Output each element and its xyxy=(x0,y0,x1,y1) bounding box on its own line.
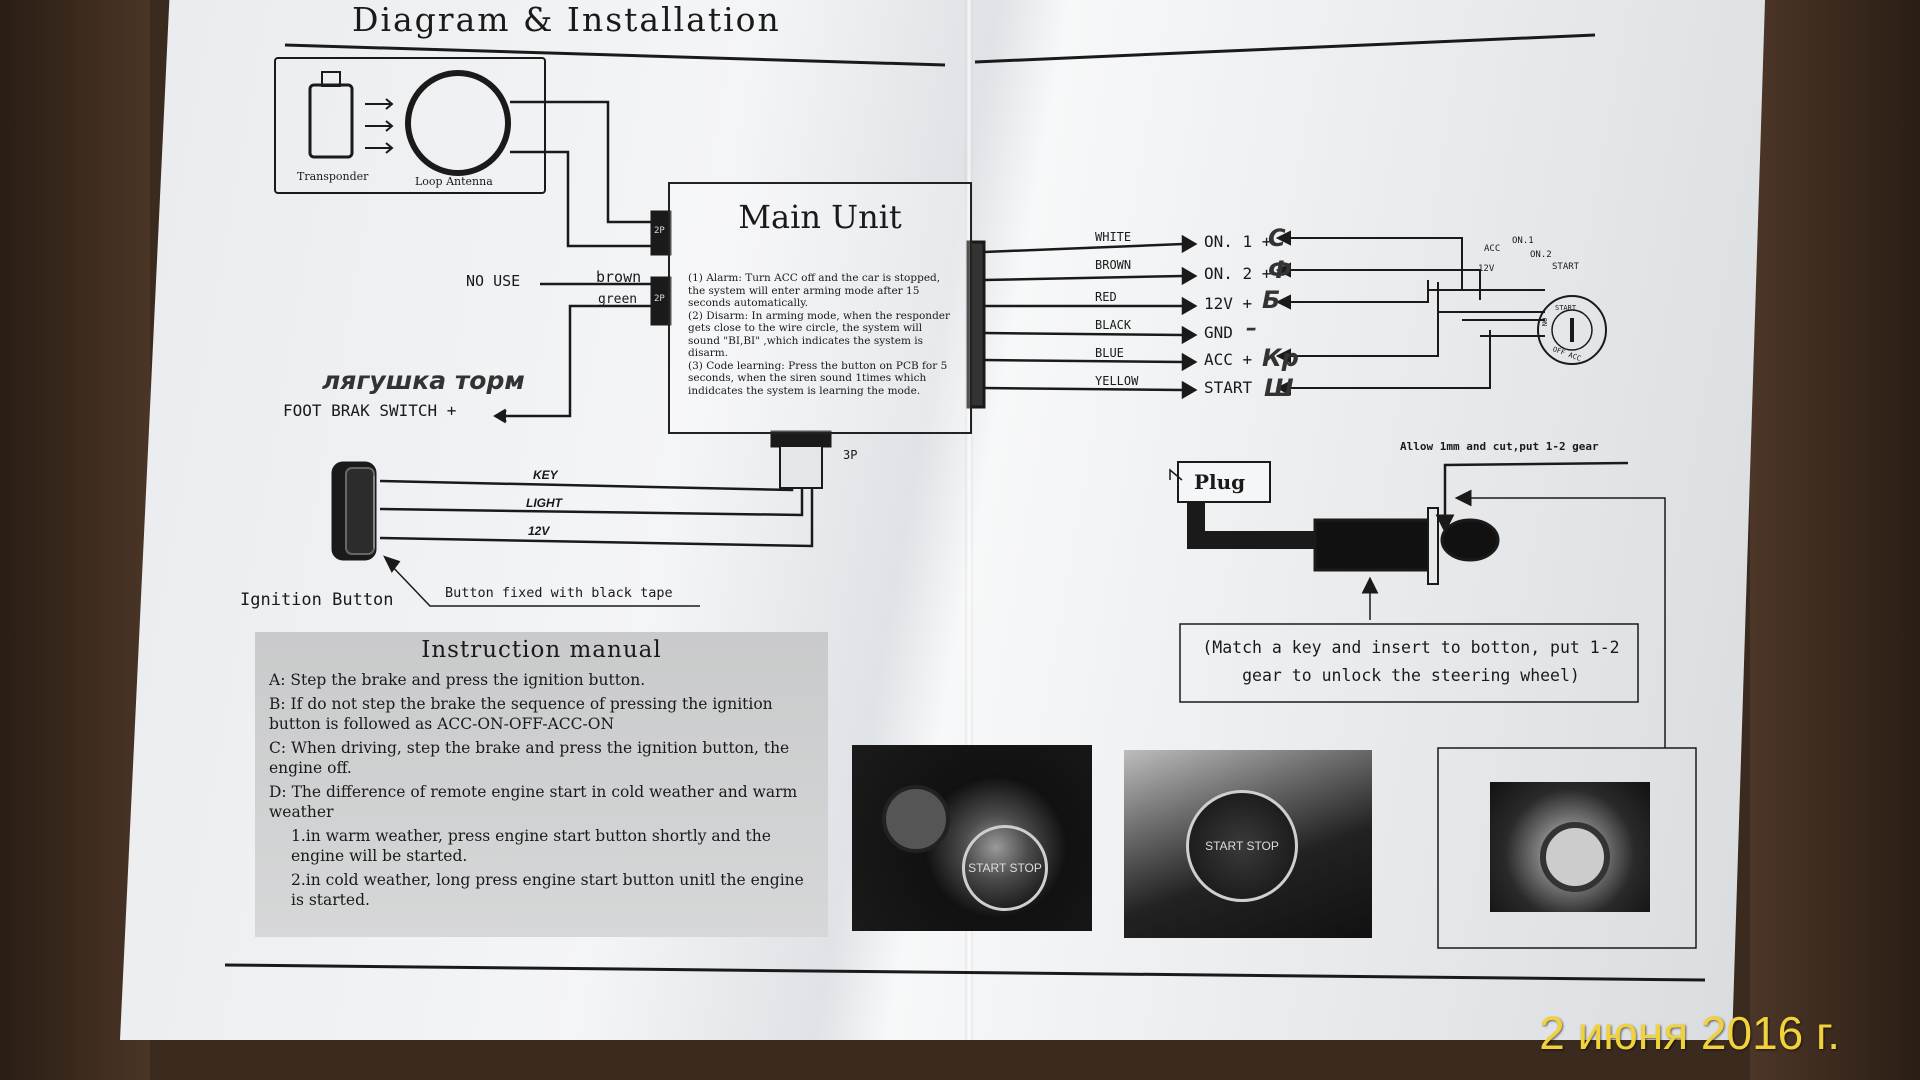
no-use-label: NO USE xyxy=(466,272,521,290)
header-rule-right xyxy=(974,33,1596,64)
main-unit-learning-text: (3) Code learning: Press the button on P… xyxy=(688,359,948,397)
footer-rule xyxy=(224,963,1706,982)
plug-allow-note: Allow 1mm and cut,put 1-2 gear xyxy=(1400,440,1599,453)
manual-line-a: A: Step the brake and press the ignition… xyxy=(269,671,646,689)
plug-note-frame xyxy=(1179,623,1639,703)
ignition-switch-dial xyxy=(1537,295,1607,365)
note-acc: Кр xyxy=(1262,344,1299,372)
target-on2: ON. 2 + xyxy=(1204,264,1272,283)
target-gnd: GND xyxy=(1204,323,1233,342)
manual-line-c: C: When driving, step the brake and pres… xyxy=(269,739,790,777)
transponder-fob xyxy=(308,83,354,159)
keyhole-photo-1 xyxy=(882,785,950,853)
manual-subline-1: 1.in warm weather, press engine start bu… xyxy=(291,827,771,865)
main-unit-alarm-text: (1) Alarm: Turn ACC off and the car is s… xyxy=(688,272,941,309)
switch-label-start: START xyxy=(1552,262,1580,272)
connector-3p-label: 3P xyxy=(843,448,858,462)
loop-antenna-label: Loop Antenna xyxy=(415,175,493,188)
manual-line-d: D: The difference of remote engine start… xyxy=(269,783,798,821)
loop-antenna-ring xyxy=(405,70,511,176)
target-acc: ACC + xyxy=(1204,350,1253,369)
main-unit-disarm-text: (2) Disarm: In arming mode, when the res… xyxy=(688,309,951,360)
photo2-start-stop-text: START STOP xyxy=(1205,839,1279,853)
note-12v: Б xyxy=(1262,286,1281,314)
wire-blue-label: BLUE xyxy=(1095,346,1124,360)
green-wire-label: green xyxy=(598,292,638,307)
wire-red-label: RED xyxy=(1095,290,1117,304)
main-unit-description: (1) Alarm: Turn ACC off and the car is s… xyxy=(688,272,956,397)
main-unit-title: Main Unit xyxy=(738,198,902,236)
transponder-frame xyxy=(274,57,546,194)
dial-label-start: START xyxy=(1555,304,1577,312)
manual-line-b: B: If do not step the brake the sequence… xyxy=(269,695,773,733)
photo-button-install: START STOP xyxy=(852,745,1092,931)
target-on1: ON. 1 + xyxy=(1204,232,1272,251)
paper-fold xyxy=(965,0,973,1040)
photo-start-stop: START STOP xyxy=(1124,750,1372,938)
transponder-label: Transponder xyxy=(297,170,369,183)
table-surface-left xyxy=(0,0,150,1080)
key-wire-label: KEY xyxy=(533,468,558,482)
dial-label-on: ON xyxy=(1540,317,1549,327)
connector-2p-a: 2P xyxy=(654,226,665,236)
switch-label-12v: 12V xyxy=(1478,264,1495,274)
wire-black-label: BLACK xyxy=(1095,318,1132,332)
header-rule-left xyxy=(284,43,946,67)
photo-key-plug xyxy=(1490,782,1650,912)
wire-yellow-label: YELLOW xyxy=(1095,374,1139,388)
start-stop-button-photo-2: START STOP xyxy=(1186,790,1298,902)
page-title: Diagram & Installation xyxy=(352,0,781,39)
connector-2p-b: 2P xyxy=(654,294,665,304)
instruction-manual: Instruction manual A: Step the brake and… xyxy=(255,632,828,937)
brown-wire-label: brown xyxy=(596,268,642,286)
light-wire-label: LIGHT xyxy=(526,496,562,510)
wire-white-label: WHITE xyxy=(1095,230,1132,244)
main-unit-box: Main Unit (1) Alarm: Turn ACC off and th… xyxy=(668,182,972,434)
note-gnd: – xyxy=(1246,316,1257,341)
foot-brake-switch-label: FOOT BRAK SWITCH + xyxy=(283,401,457,420)
start-stop-button-photo-1: START STOP xyxy=(962,825,1048,911)
transponder-fob-top xyxy=(321,71,341,87)
manual-title: Instruction manual xyxy=(421,637,662,663)
photo1-start-stop-text: START STOP xyxy=(968,861,1042,875)
note-on2: Ф xyxy=(1268,256,1292,284)
12v-wire-label: 12V xyxy=(528,524,550,538)
manual-subline-2: 2.in cold weather, long press engine sta… xyxy=(291,871,804,909)
brake-handwritten-note: лягушка торм xyxy=(322,366,525,395)
ignition-button-label: Ignition Button xyxy=(240,590,394,610)
switch-label-on2: ON.2 xyxy=(1530,250,1552,260)
target-start: START xyxy=(1204,378,1253,397)
plug-match-note: (Match a key and insert to botton, put 1… xyxy=(1202,638,1620,685)
plug-label: Plug xyxy=(1194,470,1246,494)
switch-label-acc: ACC xyxy=(1484,244,1501,254)
key-cylinder-photo xyxy=(1540,822,1610,892)
table-surface-right xyxy=(1750,0,1920,1080)
date-stamp: 2 июня 2016 г. xyxy=(1539,1007,1840,1059)
wire-brown-label: BROWN xyxy=(1095,258,1132,272)
target-12v: 12V + xyxy=(1204,294,1253,313)
switch-label-on1: ON.1 xyxy=(1512,236,1534,246)
note-start: Ш xyxy=(1264,374,1294,402)
ignition-button-note: Button fixed with black tape xyxy=(445,585,673,601)
photo3-frame xyxy=(1437,747,1697,949)
note-on1: С xyxy=(1268,224,1286,252)
